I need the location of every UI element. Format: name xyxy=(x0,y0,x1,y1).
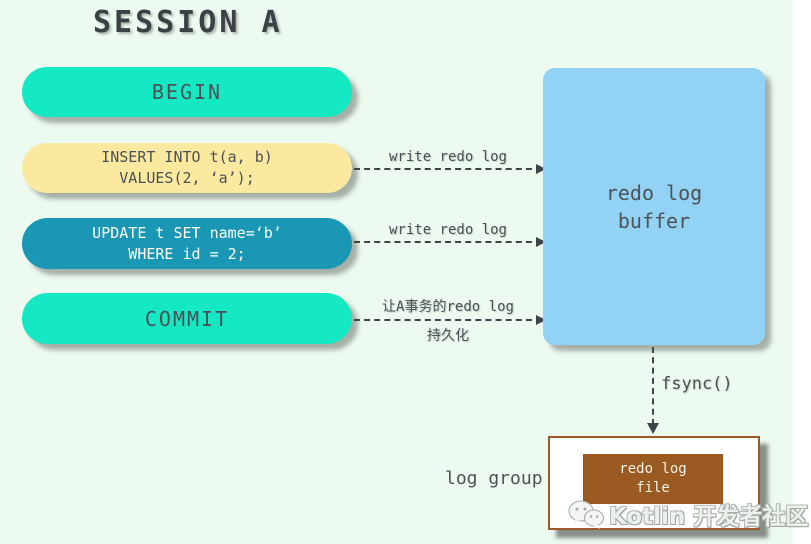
insert-statement-pill: INSERT INTO t(a, b) VALUES(2, ‘a’); xyxy=(22,143,352,193)
begin-label: BEGIN xyxy=(151,80,223,104)
wechat-icon xyxy=(568,500,604,529)
log-group-label: log group xyxy=(445,468,543,489)
insert-write-arrow: write redo log xyxy=(354,149,546,174)
buffer-line-2: buffer xyxy=(617,208,691,233)
redo-log-buffer-box: redo log buffer xyxy=(543,68,765,345)
arrow-right-icon xyxy=(536,237,546,247)
file-line-2: file xyxy=(636,480,670,496)
commit-statement-pill: COMMIT xyxy=(22,293,352,344)
insert-line-2: VALUES(2, ‘a’); xyxy=(119,169,255,187)
fsync-label: fsync() xyxy=(661,374,733,394)
dashed-arrow-line xyxy=(354,237,546,247)
begin-statement-pill: BEGIN xyxy=(22,67,352,117)
file-line-1: redo log xyxy=(619,461,687,477)
fsync-arrow xyxy=(647,347,659,434)
commit-arrow-label-top: 让A事务的redo log xyxy=(382,299,514,315)
update-line-1: UPDATE t SET name=‘b’ xyxy=(92,223,282,242)
commit-label: COMMIT xyxy=(144,306,230,331)
dashed-arrow-line xyxy=(354,164,546,174)
insert-arrow-label: write redo log xyxy=(388,149,507,165)
dashed-arrow-line xyxy=(354,315,546,325)
session-title: SESSION A xyxy=(93,5,283,40)
update-arrow-label: write redo log xyxy=(388,222,507,238)
watermark: Kotlin 开发者社区 xyxy=(567,497,808,531)
update-write-arrow: write redo log xyxy=(354,222,546,247)
update-statement-pill: UPDATE t SET name=‘b’ WHERE id = 2; xyxy=(22,218,352,269)
buffer-line-1: redo log xyxy=(605,180,703,205)
insert-line-1: INSERT INTO t(a, b) xyxy=(101,148,273,166)
right-margin-strip xyxy=(793,0,811,544)
update-line-2: WHERE id = 2; xyxy=(128,244,246,263)
arrow-down-icon xyxy=(647,423,659,434)
commit-arrow-label-bottom: 持久化 xyxy=(427,328,469,344)
redo-log-file-box: redo log file xyxy=(583,454,723,504)
arrow-right-icon xyxy=(536,164,546,174)
commit-persist-arrow: 让A事务的redo log 持久化 xyxy=(354,296,546,345)
watermark-text: Kotlin 开发者社区 xyxy=(609,504,809,530)
arrow-right-icon xyxy=(536,315,546,325)
